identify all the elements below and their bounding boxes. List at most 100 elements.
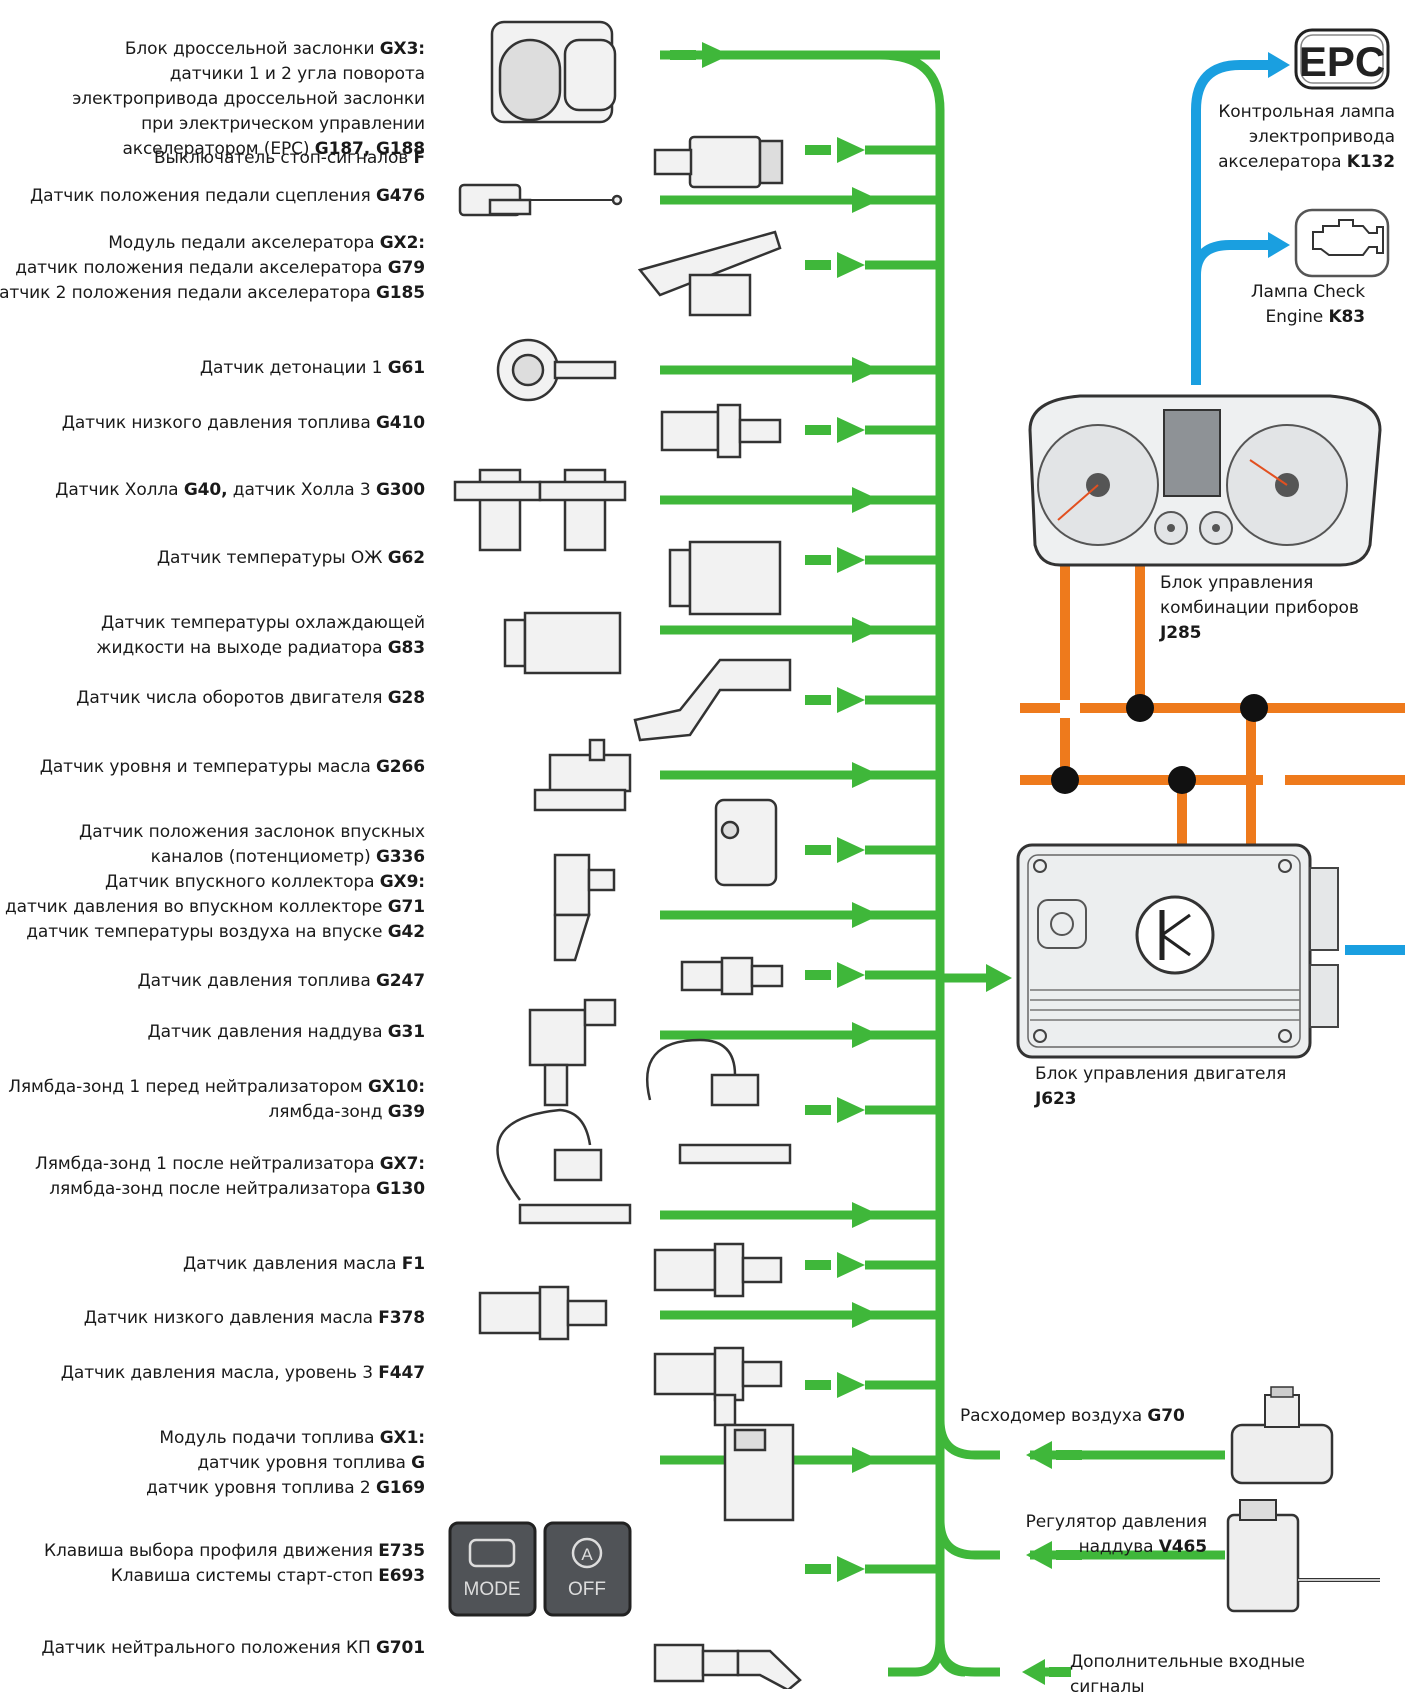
boost-pressure-sensor-icon [528, 998, 617, 1107]
clutch-pedal-sensor-icon [458, 183, 623, 217]
coolant-temperature-sensor-icon [668, 540, 782, 616]
component-code: J623 [1035, 1089, 1077, 1109]
label-line: Датчик низкого давления масла F378 [84, 1306, 425, 1331]
intake-manifold-sensor-icon [553, 853, 616, 962]
label-line: Дополнительные входные [1070, 1650, 1305, 1675]
epc-lamp-text: EPC [1299, 38, 1385, 85]
component-text: Датчик Холла [55, 480, 184, 500]
component-text: сигналы [1070, 1677, 1145, 1697]
label-line: Блок управления [1160, 571, 1359, 596]
component-code: GX7: [379, 1154, 425, 1174]
component-text: лямбда-зонд после нейтрализатора [49, 1179, 376, 1199]
label-line: жидкости на выходе радиатора G83 [96, 636, 425, 661]
label-line: Блок дроссельной заслонки GX3: [72, 37, 425, 62]
component-label: Датчик уровня и температуры масла G266 [40, 755, 425, 780]
component-text: датчик давления во впускном коллекторе [4, 897, 388, 917]
component-label: Расходомер воздуха G70 [960, 1404, 1185, 1429]
component-text: Датчик температуры ОЖ [156, 548, 388, 568]
component-code: GX9: [379, 872, 425, 892]
can-node [1126, 694, 1154, 722]
component-text: Клавиша системы старт-стоп [110, 1566, 379, 1586]
input-arrow-tail [805, 425, 831, 435]
component-code: G169 [375, 1478, 425, 1498]
component-text: Модуль подачи топлива [159, 1428, 380, 1448]
label-line: Датчик давления топлива G247 [138, 969, 426, 994]
input-arrow [837, 687, 865, 713]
brake-light-switch-icon [653, 135, 784, 189]
component-label: Датчик положения заслонок впускных канало… [5, 820, 425, 945]
output-arrows [1268, 52, 1290, 258]
component-text: Датчик давления топлива [137, 971, 376, 991]
label-line: Датчик положения заслонок впускных [5, 820, 425, 845]
label-line: датчик 2 положения педали акселератора G… [0, 281, 425, 306]
label-line: каналов (потенциометр) G336 [5, 845, 425, 870]
input-arrow-tail [805, 555, 831, 565]
component-text: Блок дроссельной заслонки [124, 39, 380, 59]
component-code: G62 [387, 548, 425, 568]
component-label: Датчик давления масла, уровень 3 F447 [61, 1361, 425, 1386]
component-text: Датчик впускного коллектора [105, 872, 380, 892]
component-label: Лямбда-зонд 1 перед нейтрализатором GX10… [8, 1075, 425, 1125]
label-line: электропривода [1218, 125, 1395, 150]
component-text: Датчик положения заслонок впускных [79, 822, 425, 842]
component-label: Датчик температуры ОЖ G62 [157, 546, 425, 571]
throttle-body-icon [490, 20, 617, 124]
drive-mode-button-icon: MODE [448, 1521, 537, 1617]
input-arrows [670, 42, 880, 1582]
component-code: J285 [1160, 623, 1202, 643]
component-text: Блок управления [1160, 573, 1314, 593]
component-code: G187, G188 [314, 139, 425, 159]
component-text: акселератора [1218, 152, 1347, 172]
component-text: Дополнительные входные [1070, 1652, 1305, 1672]
component-code: GX10: [367, 1077, 425, 1097]
component-code: G39 [387, 1102, 425, 1122]
label-line: Датчик нейтрального положения КП G701 [41, 1636, 425, 1661]
component-code: V465 [1158, 1537, 1207, 1557]
label-line: акселератора K132 [1218, 150, 1395, 175]
neutral-position-sensor-icon [653, 1643, 802, 1689]
accelerator-pedal-icon [637, 230, 782, 317]
can-node [1168, 766, 1196, 794]
input-arrow [852, 1302, 880, 1328]
sensor-icons [453, 20, 802, 1689]
input-arrow [852, 1447, 880, 1473]
component-text: Датчик уровня и температуры масла [39, 757, 376, 777]
epc-lamp-icon: EPC [1294, 28, 1390, 90]
component-text: Датчик низкого давления топлива [61, 413, 376, 433]
component-code: G336 [375, 847, 425, 867]
label-line: Расходомер воздуха G70 [960, 1404, 1185, 1429]
label-line: электропривода дроссельной заслонки [72, 87, 425, 112]
component-text: Engine [1265, 307, 1329, 327]
input-arrow [837, 252, 865, 278]
component-text: Датчик числа оборотов двигателя [76, 688, 388, 708]
component-code: G247 [375, 971, 425, 991]
component-code: G71 [387, 897, 425, 917]
label-line: Выключатель стоп-сигналов F [154, 146, 425, 171]
label-line: лямбда-зонд G39 [8, 1100, 425, 1125]
label-line: Engine K83 [1251, 305, 1366, 330]
label-line: датчики 1 и 2 угла поворота [72, 62, 425, 87]
component-text: лямбда-зонд [268, 1102, 388, 1122]
label-line: Датчик уровня и температуры масла G266 [40, 755, 425, 780]
input-arrow [852, 1202, 880, 1228]
component-code: E693 [378, 1566, 425, 1586]
input-arrow-tail [670, 50, 696, 60]
input-arrow-tail [805, 1105, 831, 1115]
component-text: Датчик положения педали сцепления [29, 186, 376, 206]
component-code: G185 [375, 283, 425, 303]
label-line: Датчик давления масла, уровень 3 F447 [61, 1361, 425, 1386]
input-arrow [852, 187, 880, 213]
component-code: G476 [375, 186, 425, 206]
component-code: G28 [387, 688, 425, 708]
input-arrow [852, 487, 880, 513]
component-code: K83 [1328, 307, 1365, 327]
radiator-outlet-temperature-sensor-icon [503, 611, 622, 675]
input-arrow-tail [805, 145, 831, 155]
input-arrow [837, 1097, 865, 1123]
component-text: электропривода [1248, 127, 1395, 147]
component-text: Лямбда-зонд 1 после нейтрализатора [35, 1154, 380, 1174]
